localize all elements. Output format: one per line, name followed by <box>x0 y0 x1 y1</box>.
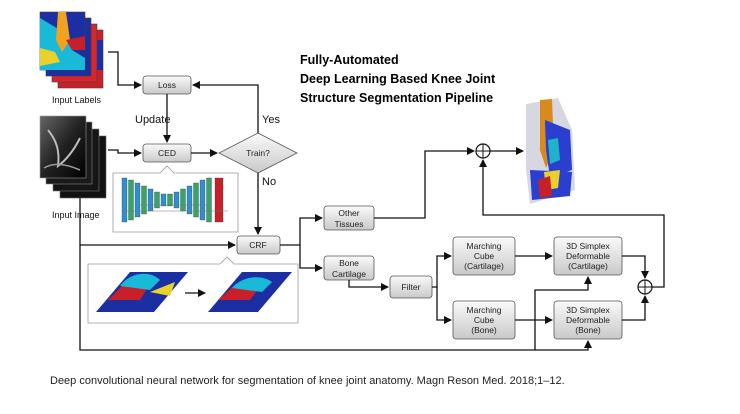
sum-junction-top <box>475 143 491 159</box>
unet-layer-bar <box>134 182 141 218</box>
input-image-label: Input Image <box>52 210 100 220</box>
unet-layer-bar <box>141 185 147 215</box>
loss-text: Loss <box>158 80 176 90</box>
mc-bone-text-2: Cube <box>474 315 495 325</box>
unet-layer-bar <box>186 185 193 215</box>
input-labels-label: Input Labels <box>52 95 102 105</box>
sd-bone-text-3: (Bone) <box>575 325 601 335</box>
unet-layer-bar <box>173 191 180 209</box>
unet-layer-bar <box>206 177 212 223</box>
unet-output-bar <box>214 177 224 223</box>
filter-text: Filter <box>402 282 421 292</box>
mc-cartilage-text-3: (Cartilage) <box>464 261 504 271</box>
unet-layer-bar <box>180 188 186 212</box>
unet-layer-bar <box>167 193 173 207</box>
sd-cartilage-text-3: (Cartilage) <box>568 261 608 271</box>
mc-cartilage-text-2: Cube <box>474 251 495 261</box>
sd-bone-text-1: 3D Simplex <box>566 305 610 315</box>
sd-cartilage-text-1: 3D Simplex <box>566 241 610 251</box>
other-tissues-text-2: Tissues <box>335 219 364 229</box>
title-line-3: Structure Segmentation Pipeline <box>300 91 493 105</box>
mc-bone-text-3: (Bone) <box>471 325 497 335</box>
figure-caption: Deep convolutional neural network for se… <box>50 375 565 387</box>
knee-3d-render <box>526 98 575 204</box>
sd-bone-text-2: Deformable <box>566 315 610 325</box>
sd-cartilage-text-2: Deformable <box>566 251 610 261</box>
ced-architecture-thumbnail <box>112 165 239 233</box>
input-labels-stack <box>39 11 104 89</box>
title-line-1: Fully-Automated <box>300 53 399 67</box>
crf-thumbnail <box>87 256 299 324</box>
ced-text: CED <box>158 148 176 158</box>
input-image-stack <box>39 115 107 199</box>
connector-lines <box>79 51 665 351</box>
update-label: Update <box>135 114 170 126</box>
unet-layer-bar <box>154 191 160 209</box>
unet-layer-bar <box>193 182 199 218</box>
unet-layer-bar <box>147 188 154 212</box>
no-label: No <box>262 176 276 188</box>
unet-layer-bar <box>199 179 206 221</box>
sum-junction-right <box>637 279 653 295</box>
mc-cartilage-text-1: Marching <box>467 241 502 251</box>
unet-layer-bar <box>160 193 167 207</box>
bone-cartilage-text-2: Cartilage <box>332 269 366 279</box>
yes-label: Yes <box>262 114 280 126</box>
unet-layer-bar <box>128 179 134 221</box>
crf-text: CRF <box>249 240 266 250</box>
title-line-2: Deep Learning Based Knee Joint <box>300 72 496 86</box>
mc-bone-text-1: Marching <box>467 305 502 315</box>
train-text: Train? <box>246 148 270 158</box>
unet-layer-bar <box>121 177 128 223</box>
other-tissues-text-1: Other <box>338 208 359 218</box>
bone-cartilage-text-1: Bone <box>339 258 359 268</box>
